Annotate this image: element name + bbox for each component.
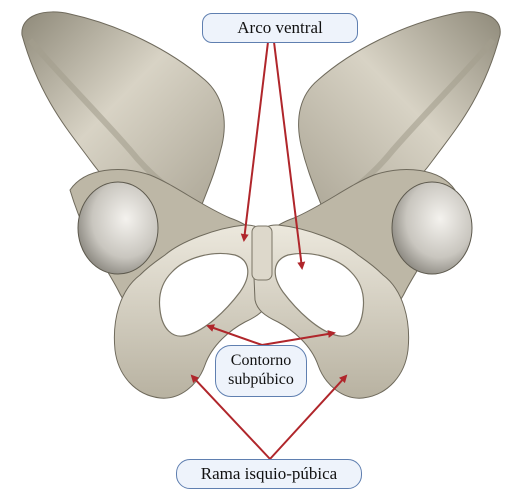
- label-rama-isquiopubica: Rama isquio-púbica: [176, 459, 362, 489]
- label-contorno-line2: subpúbico: [216, 370, 306, 389]
- pubic-symphysis: [252, 226, 272, 280]
- left-hip-bone: [22, 12, 270, 398]
- label-arco-ventral: Arco ventral: [202, 13, 358, 43]
- label-contorno-subpubico: Contorno subpúbico: [215, 345, 307, 397]
- right-acetabulum-socket: [392, 182, 472, 274]
- arrow-arco-left: [244, 42, 268, 240]
- left-acetabulum-socket: [78, 182, 158, 274]
- label-contorno-line1: Contorno: [216, 351, 306, 370]
